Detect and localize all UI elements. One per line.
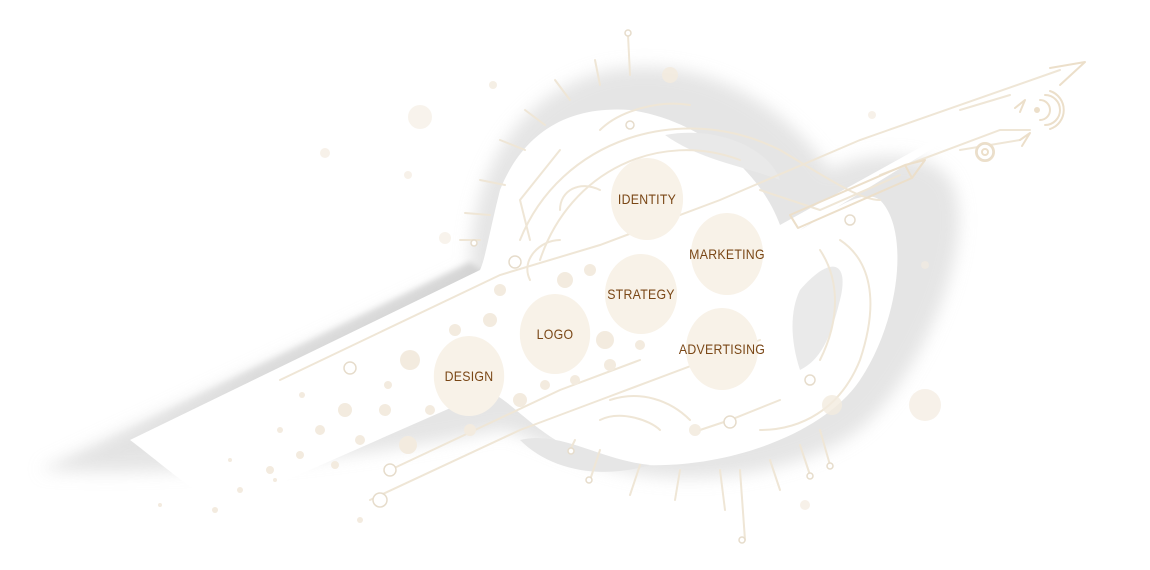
node-design-label: DESIGN — [444, 368, 494, 384]
node-logo-label: LOGO — [536, 326, 574, 342]
node-identity: IDENTITY — [610, 158, 684, 240]
node-strategy-label: STRATEGY — [607, 286, 675, 302]
node-identity-label: IDENTITY — [617, 191, 677, 207]
node-logo: LOGO — [519, 294, 591, 374]
node-marketing-label: MARKETING — [689, 246, 765, 262]
node-advertising: ADVERTISING — [679, 308, 765, 390]
pencil-icon — [789, 159, 926, 229]
wifi-signal-icon — [1034, 90, 1065, 130]
node-design: DESIGN — [433, 336, 505, 416]
arrow-icon — [1014, 61, 1086, 147]
node-advertising-label: ADVERTISING — [678, 341, 766, 357]
circuit-lines — [279, 34, 1061, 541]
node-marketing: MARKETING — [689, 213, 765, 295]
node-strategy: STRATEGY — [604, 254, 678, 334]
bubbles — [158, 67, 941, 523]
target-icon — [975, 142, 995, 162]
circuit-terminals — [343, 29, 994, 544]
